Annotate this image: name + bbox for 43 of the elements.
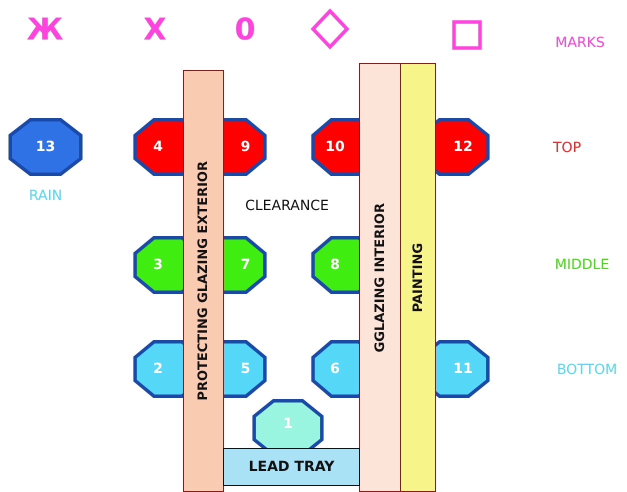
marker-number: 12 [453,139,473,155]
octagon-marker [436,118,490,176]
row-label: MARKS [555,35,605,51]
part-label: LEAD TRAY [248,459,334,475]
marker-number: 9 [240,139,250,155]
octagon-marker [224,118,267,176]
marker-number: 7 [240,257,250,273]
marker-number: 6 [330,361,340,377]
octagon-marker [133,236,183,294]
mark-symbol: 0 [234,12,256,48]
row-label: TOP [553,140,581,156]
octagon-marker [436,340,490,398]
marker-number: 5 [240,361,250,377]
octagon-marker [311,340,359,398]
marker-label: RAIN [28,188,62,204]
row-label: BOTTOM [556,362,618,378]
row-label: MIDDLE [554,257,610,273]
marker-number: 1 [283,416,293,432]
marker-number: 11 [453,361,473,377]
mark-symbol: Ж [26,12,64,48]
marker-number: 3 [153,257,163,273]
painting-bar [400,63,436,492]
gap-label: CLEARANCE [245,198,329,214]
interior-glazing-bar [359,63,401,492]
marker-number: 2 [153,361,163,377]
part-label: PAINTING [410,242,426,312]
mark-symbol: X [143,12,167,48]
lead-tray [223,448,360,486]
octagon-marker [133,340,183,398]
octagon-marker [311,118,359,176]
octagon-marker [252,399,324,448]
marker-number: 13 [36,139,56,155]
octagon-marker [224,340,267,398]
octagon-marker [133,118,183,176]
exterior-glazing-bar [183,70,224,492]
part-label: PROTECTING GLAZING EXTERIOR [196,161,211,401]
part-label: GGLAZING INTERIOR [372,202,388,352]
octagon-marker [311,236,359,294]
marker-number: 10 [325,139,345,155]
marker-number: 4 [153,139,163,155]
marker-number: 8 [330,257,340,273]
octagon-marker [224,236,267,294]
octagon-marker [8,118,83,176]
